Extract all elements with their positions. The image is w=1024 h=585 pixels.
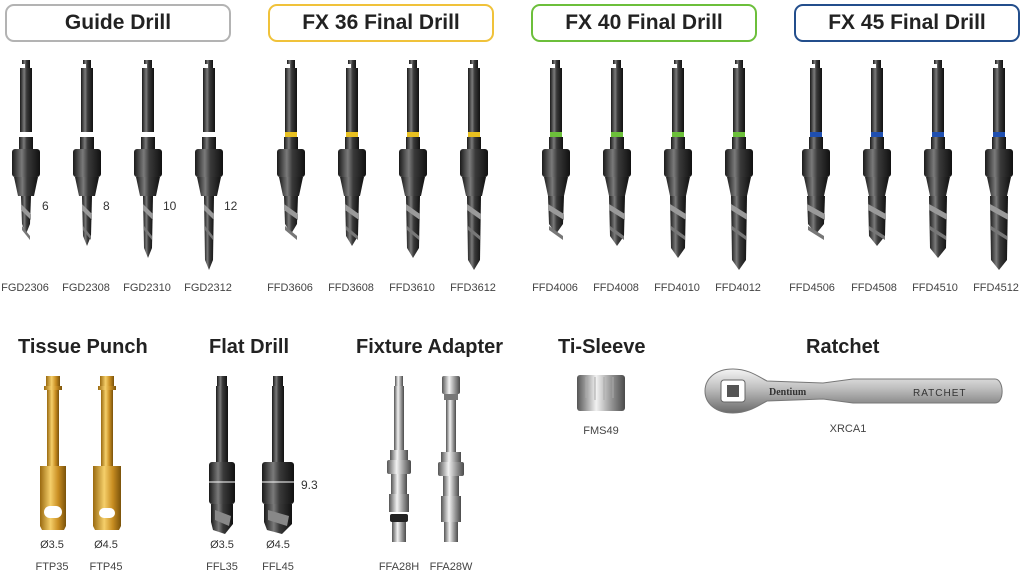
length-label: 10: [163, 199, 177, 213]
product-code: FFD4508: [851, 282, 897, 294]
product-code: FFD3606: [267, 282, 313, 294]
diameter-label: Ø3.5: [40, 539, 64, 551]
drill-bit: [536, 58, 576, 246]
product-code: FTP35: [35, 561, 69, 573]
product-code: FTP45: [89, 561, 123, 573]
ratchet-label: RATCHET: [913, 388, 966, 399]
drill-bit: [918, 58, 958, 270]
drill-bit: [658, 58, 698, 270]
category-fx45-final-drill: FX 45 Final Drill: [794, 4, 1020, 42]
product-code: FGD2308: [62, 282, 110, 294]
product-code: FFA28H: [378, 561, 420, 573]
section-title-flat-drill: Flat Drill: [209, 336, 290, 358]
product-code: FFD3612: [450, 282, 496, 294]
product-code: FFD4512: [973, 282, 1019, 294]
product-code: FFD4006: [532, 282, 578, 294]
length-label: 12: [224, 199, 238, 213]
drill-bit: [597, 58, 637, 258]
product-code: FFD4012: [715, 282, 761, 294]
drill-bit: [6, 58, 46, 246]
product-code: FFD3608: [328, 282, 374, 294]
product-code: FGD2306: [1, 282, 49, 294]
diameter-label: Ø4.5: [266, 539, 290, 551]
product-code: FFD4510: [912, 282, 958, 294]
diameter-label: Ø4.5: [94, 539, 118, 551]
product-code: FFL45: [262, 561, 294, 573]
category-title: FX 36 Final Drill: [302, 11, 460, 34]
product-code: FFD4506: [789, 282, 835, 294]
section-title-tissue-punch: Tissue Punch: [18, 336, 148, 358]
flat-drill-tool: [205, 374, 239, 538]
product-code: FGD2312: [184, 282, 232, 294]
category-fx40-final-drill: FX 40 Final Drill: [531, 4, 757, 42]
drill-bit: [271, 58, 311, 246]
drill-bit: [796, 58, 836, 246]
length-label: 8: [103, 199, 110, 213]
drill-bit: [719, 58, 759, 282]
section-title-ratchet: Ratchet: [806, 336, 880, 358]
product-code: XRCA1: [829, 423, 867, 435]
section-title-fixture-adapter: Fixture Adapter: [356, 336, 504, 358]
drill-bit: [332, 58, 372, 258]
section-title-ti-sleeve: Ti-Sleeve: [558, 336, 646, 358]
product-code: FFA28W: [429, 561, 473, 573]
ratchet-tool: Dentium RATCHET: [703, 365, 1007, 417]
fixture-adapter-tool: [434, 374, 468, 550]
drill-bit: [128, 58, 168, 270]
product-code: FFD3610: [389, 282, 435, 294]
ratchet-brand: Dentium: [769, 387, 807, 398]
fixture-adapter-tool: [384, 374, 414, 550]
category-title: FX 45 Final Drill: [828, 11, 986, 34]
length-label: 9.3: [301, 478, 318, 492]
product-code: FGD2310: [123, 282, 171, 294]
drill-bit: [857, 58, 897, 258]
drill-bit: [979, 58, 1019, 282]
category-title: FX 40 Final Drill: [565, 11, 723, 34]
tissue-punch-tool: [90, 374, 124, 534]
diameter-label: Ø3.5: [210, 539, 234, 551]
product-code: FFL35: [206, 561, 238, 573]
drill-bit: [393, 58, 433, 270]
length-label: 6: [42, 199, 49, 213]
drill-bit: [189, 58, 229, 282]
flat-drill-tool: [259, 374, 297, 538]
drill-bit: [454, 58, 494, 282]
product-code: FMS49: [583, 425, 619, 437]
category-fx36-final-drill: FX 36 Final Drill: [268, 4, 494, 42]
drill-bit: [67, 58, 107, 258]
ti-sleeve-tool: [576, 374, 626, 412]
category-title: Guide Drill: [64, 11, 172, 34]
tissue-punch-tool: [36, 374, 70, 534]
product-code: FFD4008: [593, 282, 639, 294]
category-guide-drill: Guide Drill: [5, 4, 231, 42]
product-code: FFD4010: [654, 282, 700, 294]
